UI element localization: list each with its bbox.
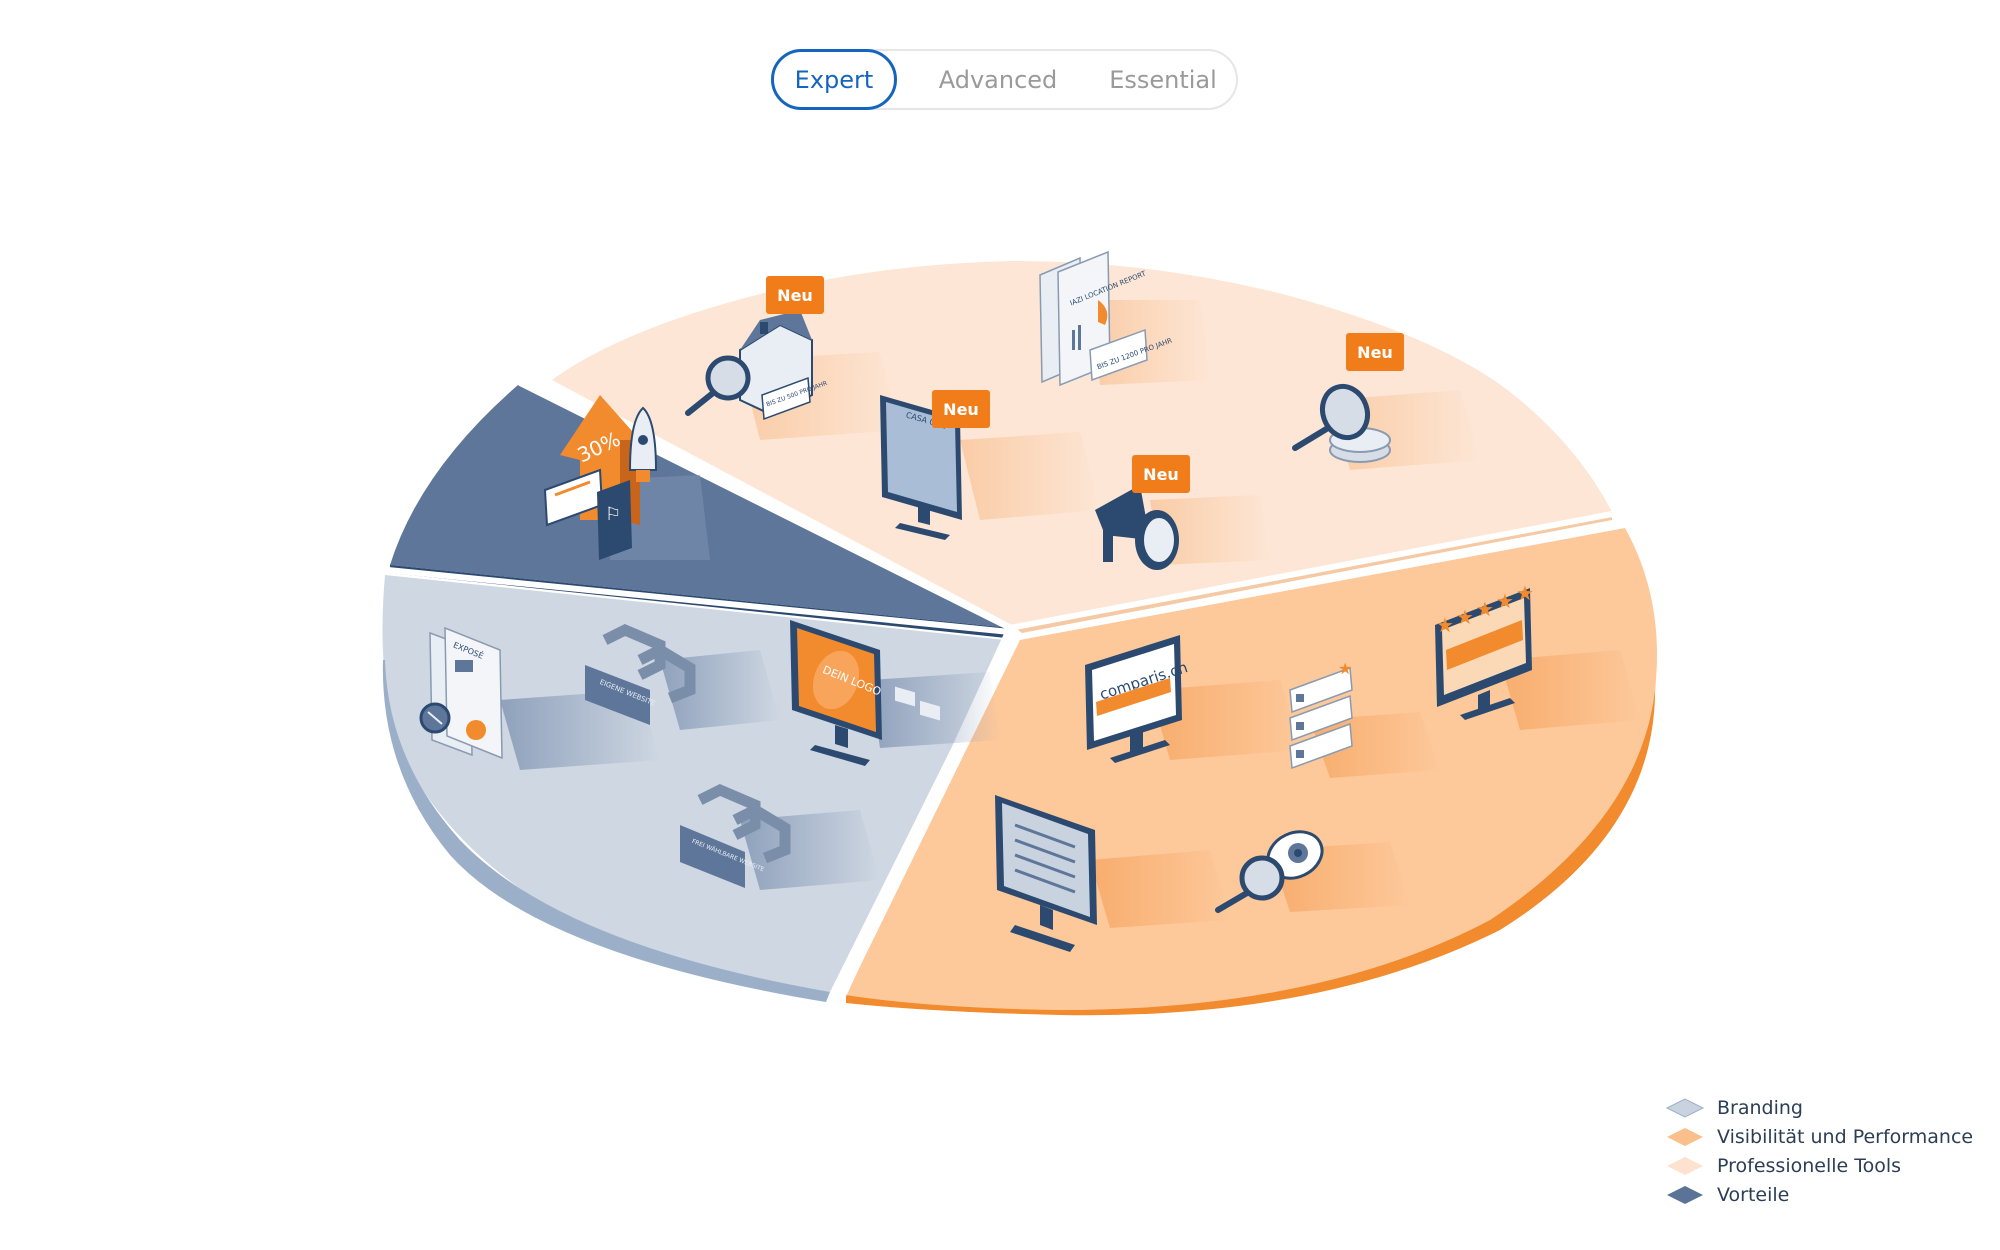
content-monitor-icon (995, 795, 1097, 952)
svg-text:Neu: Neu (1357, 343, 1393, 362)
svg-text:Neu: Neu (777, 286, 813, 305)
legend-label: Visibilität und Performance (1717, 1125, 1974, 1148)
tab-advanced[interactable]: Advanced (938, 65, 1058, 94)
house-search-icon: BIS ZU 500 PRO JAHR (685, 310, 828, 421)
expose-document-icon: EXPOSÉ (419, 626, 503, 760)
legend-label: Branding (1717, 1096, 1803, 1119)
eye-search-icon (1215, 830, 1324, 913)
legend-swatch (1667, 1127, 1703, 1146)
svg-text:★: ★ (1338, 659, 1352, 678)
svg-text:★: ★ (1476, 597, 1494, 621)
svg-text:★: ★ (1456, 605, 1474, 629)
svg-text:Neu: Neu (1143, 465, 1179, 484)
neu-badge: Neu (932, 390, 990, 428)
phone-megaphone-icon: ⚐ (597, 480, 632, 560)
legend-item-vorteile: Vorteile (1665, 1180, 1973, 1209)
legend-item-professionelle-tools: Professionelle Tools (1665, 1151, 1973, 1180)
iazi-report-icon: IAZI LOCATION REPORT BIS ZU 1200 PRO JAH… (1039, 250, 1173, 387)
plan-tabs: Expert Advanced Essential (771, 49, 1238, 110)
legend-label: Vorteile (1717, 1183, 1790, 1206)
rocket-icon (628, 406, 658, 482)
neu-badge: Neu (1132, 455, 1190, 493)
logo-monitor-icon: DEIN LOGO (790, 620, 883, 766)
legend-swatch (1667, 1156, 1703, 1175)
svg-text:Neu: Neu (943, 400, 979, 419)
tab-essential[interactable]: Essential (1109, 65, 1217, 94)
legend-swatch (1665, 1097, 1705, 1118)
coin-search-icon (1292, 383, 1391, 463)
svg-text:★: ★ (1516, 581, 1534, 605)
svg-text:★: ★ (1496, 589, 1514, 613)
legend-item-visibilitaet: Visibilität und Performance (1665, 1122, 1973, 1151)
legend-item-branding: Branding (1665, 1093, 1973, 1122)
neu-badge: Neu (1346, 333, 1404, 371)
svg-text:★: ★ (1436, 613, 1454, 637)
svg-text:⚐: ⚐ (605, 504, 621, 525)
megaphone-icon (1095, 485, 1179, 570)
legend-swatch (1667, 1185, 1703, 1204)
tab-expert[interactable]: Expert (771, 49, 897, 110)
neu-badge: Neu (766, 276, 824, 314)
legend: Branding Visibilität und Performance Pro… (1665, 1093, 1973, 1209)
comparis-monitor-icon: comparis.ch (1085, 635, 1190, 763)
legend-label: Professionelle Tools (1717, 1154, 1902, 1177)
listing-cards-icon: ★ (1289, 659, 1353, 770)
rating-monitor-icon: ★ ★ ★ ★ ★ (1435, 581, 1534, 720)
